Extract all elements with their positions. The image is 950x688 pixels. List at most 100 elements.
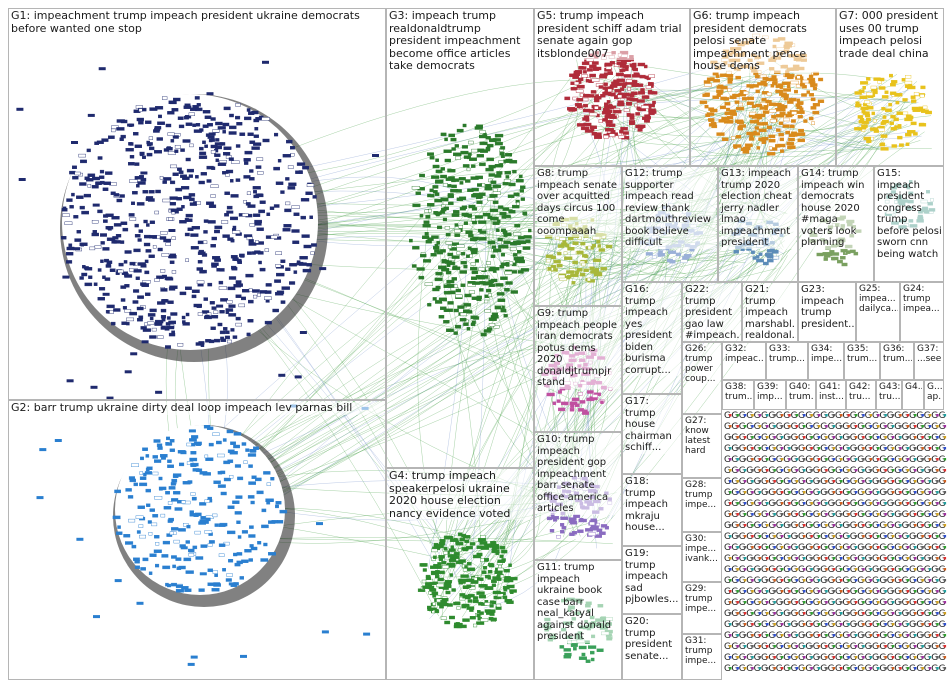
small-group-node [943,612,947,615]
node-g1 [246,251,252,255]
node-g1 [97,297,106,301]
node-g2 [237,476,244,481]
node-g2 [149,508,155,512]
group-box-g10: G10: trump impeach president gop impeach… [534,432,622,560]
node-g1 [211,264,218,268]
node-g1 [157,247,163,252]
node-g1 [154,106,164,110]
group-box-g23: G23: impeach trump president... [798,282,856,342]
node-g1 [112,236,119,240]
edge [431,255,579,614]
edge [602,77,873,147]
node-g1 [66,198,73,202]
node-g1 [247,204,256,208]
node-g2 [185,570,194,574]
node-g1 [185,258,189,262]
node-g2 [175,589,184,593]
group-box-g40: G40: trum... [786,380,816,410]
group-box-g4: G4: trump impeach speakerpelosi ukraine … [386,468,534,680]
node-g1 [280,300,286,304]
node-g2 [182,481,191,485]
node-g1 [231,267,238,271]
node-g1 [71,165,77,170]
node-g1 [84,267,93,271]
node-g1 [138,229,144,233]
node-g1 [137,238,142,242]
node-g1 [251,146,260,150]
group-box-g37: G37: ...see... [914,342,944,380]
node-g1 [126,317,135,322]
node-g1 [76,195,84,199]
node-g1 [137,295,144,299]
node-g1 [232,230,241,234]
edge [212,72,766,539]
node-g2 [170,527,179,531]
group-label-g13: G13: impeach trump 2020 election cheat j… [721,168,796,249]
node-g1 [153,150,162,154]
node-g2 [182,523,189,527]
node-g1 [174,149,179,153]
node-g1 [217,162,227,167]
node-g1 [161,253,170,257]
group-box-g18: G18: trump impeach mkraju house... [622,474,682,546]
group-label-g31: G31: trump impe... [685,636,720,666]
node-g2 [158,476,163,481]
node-g1 [219,330,226,335]
node-g1 [215,121,223,126]
node-g1 [257,293,261,297]
node-g1 [71,192,75,197]
node-g2 [173,539,180,544]
node-g1 [293,270,298,274]
node-g1 [191,225,200,230]
node-g1 [87,173,96,178]
node-g2 [218,553,225,557]
group-label-g45: G... ap... [927,382,942,402]
edge [474,87,881,237]
group-label-g32: G32: impeac... [725,344,764,364]
group-label-g17: G17: trump house chairman schiff... [625,396,680,454]
small-group-node [943,557,947,560]
node-g1 [218,280,224,285]
node-g1 [276,272,285,277]
node-g1 [300,198,310,202]
node-g2 [167,501,173,505]
node-g1 [228,304,236,308]
node-g1 [177,343,184,347]
node-g1 [306,183,315,188]
node-g1 [236,283,243,287]
node-g1 [224,335,230,340]
group-label-g44: G4... [905,382,922,392]
node-g1 [214,229,220,234]
node-g1 [205,339,212,343]
node-g1 [288,182,297,187]
node-g1 [156,275,164,279]
node-g1 [275,264,282,268]
node-g1 [134,223,139,228]
node-g1 [106,304,115,309]
node-g1 [191,294,197,299]
node-g1 [252,294,258,299]
node-g1 [160,308,167,313]
edge [468,228,487,584]
node-g1 [266,212,271,217]
node-g1 [244,150,253,155]
node-g1 [232,335,238,339]
node-g1 [192,123,197,128]
node-g1 [190,246,199,250]
node-g1 [84,176,90,181]
node-g1 [296,261,304,266]
node-g1 [203,230,208,234]
node-g1 [246,332,251,337]
node-g1 [144,270,150,275]
node-g2 [167,459,172,463]
small-group-node [943,568,947,571]
group-box-g13: G13: impeach trump 2020 election cheat j… [718,166,798,282]
node-g2 [162,540,171,545]
node-g1 [113,308,121,312]
node-g1 [148,234,157,239]
group-box-g45: G... ap... [924,380,944,410]
group-label-g11: G11: trump impeach ukraine book case bar… [537,562,620,643]
node-g1 [229,125,237,130]
group-label-g3: G3: impeach trump realdonaldtrump presid… [389,10,532,73]
node-g1 [166,325,175,330]
